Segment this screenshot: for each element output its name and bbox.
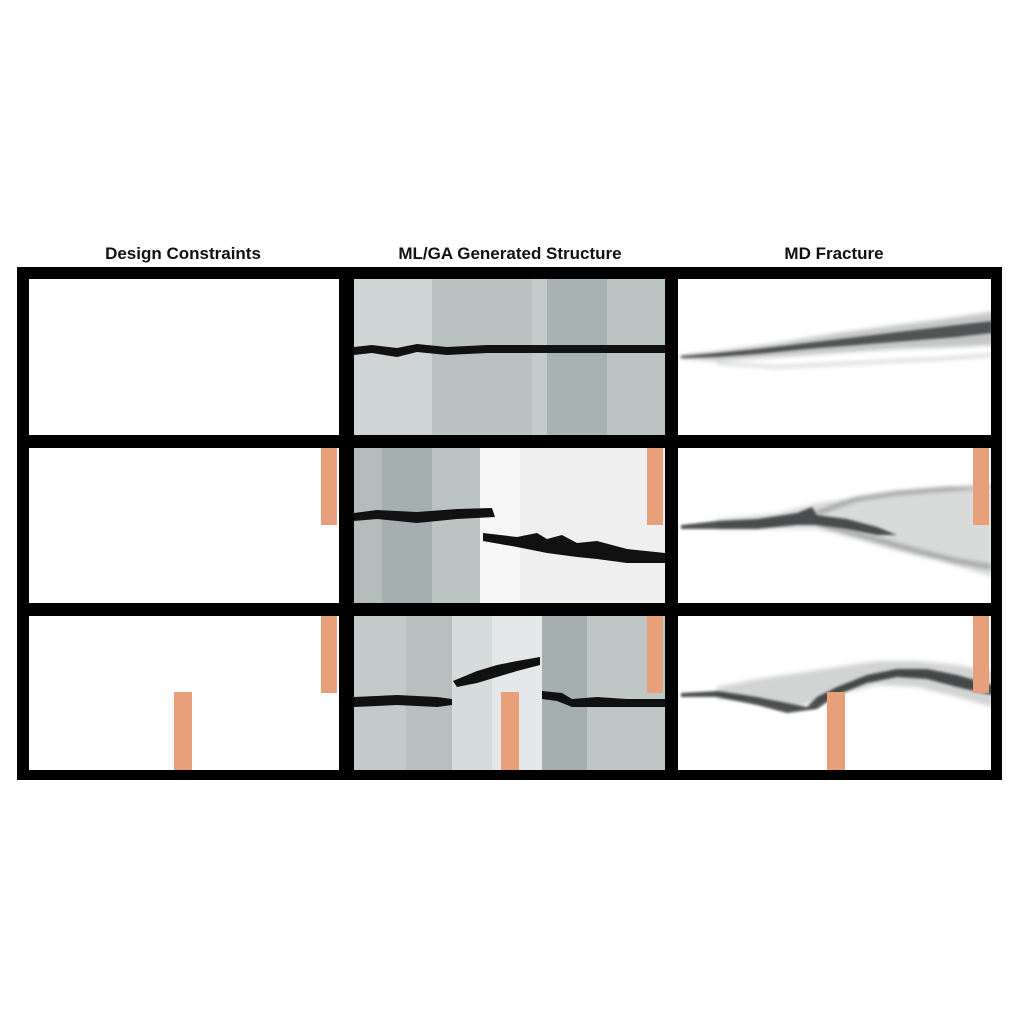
fracture-design-figure <box>17 267 1002 780</box>
row3-constraint-block-bottom <box>174 692 192 770</box>
row2-constraint-block-generated <box>647 448 663 525</box>
row2-generated-structure-panel <box>354 448 665 603</box>
row1-md-fracture-panel <box>678 279 991 435</box>
column-title-generated-structure: ML/GA Generated Structure <box>398 244 622 263</box>
row3-constraint-block-generated-bottom <box>501 692 519 770</box>
row1-generated-structure-panel <box>354 279 665 435</box>
row1-fracture-path <box>681 321 991 358</box>
row3-constraint-block-md-bottom <box>827 692 845 770</box>
row1-design-constraints-panel <box>29 279 339 435</box>
row2-crack-left <box>354 508 495 523</box>
row3-crack-right <box>542 691 665 707</box>
row3-constraint-block-md-right <box>973 616 989 693</box>
column-title-design-constraints: Design Constraints <box>105 244 261 263</box>
row3-constraint-block-generated-right <box>647 616 663 693</box>
figure-grid <box>17 267 1002 780</box>
row2-constraint-block-right <box>321 448 337 525</box>
row2-design-constraints-panel <box>29 448 339 603</box>
row2-crack-right <box>483 533 665 563</box>
row2-constraint-block-md <box>973 448 989 525</box>
row3-constraint-block-right <box>321 616 337 693</box>
row3-fracture-path <box>681 669 991 713</box>
row3-crack-middle <box>453 657 540 687</box>
row3-crack-left <box>354 695 452 707</box>
column-title-md-fracture: MD Fracture <box>784 244 884 263</box>
row1-crack <box>354 344 665 357</box>
row2-md-fracture-panel <box>678 448 991 603</box>
row3-generated-structure-panel <box>354 616 665 770</box>
row3-md-fracture-panel <box>678 616 991 770</box>
